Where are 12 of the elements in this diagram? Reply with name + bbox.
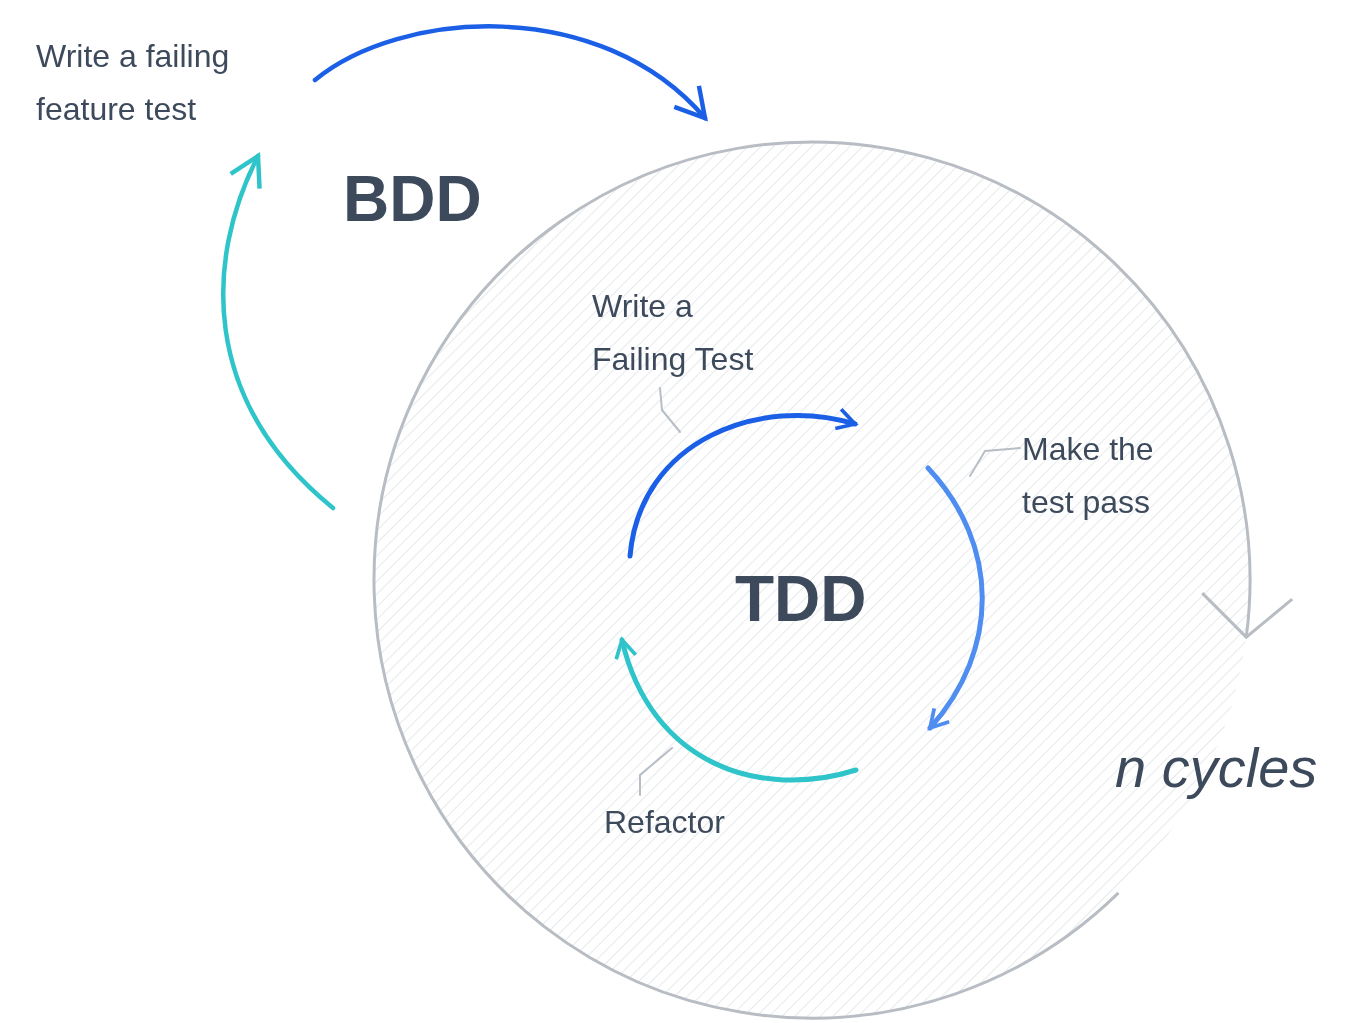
cycle-count-label: n cycles [1115,735,1318,800]
cycle-title: BDD [343,162,482,236]
leader-line [659,387,681,433]
step-label: Refactor [604,803,726,842]
curved-arrow [221,153,336,511]
step-label: Write a Failing Test [592,287,755,379]
step-label: Write a failing feature test [36,37,231,129]
leader-line [969,447,1021,477]
step-label: Make the test pass [1022,430,1155,522]
leader-line [639,747,673,796]
cycle-title: TDD [735,562,867,636]
curved-arrow [312,24,708,121]
